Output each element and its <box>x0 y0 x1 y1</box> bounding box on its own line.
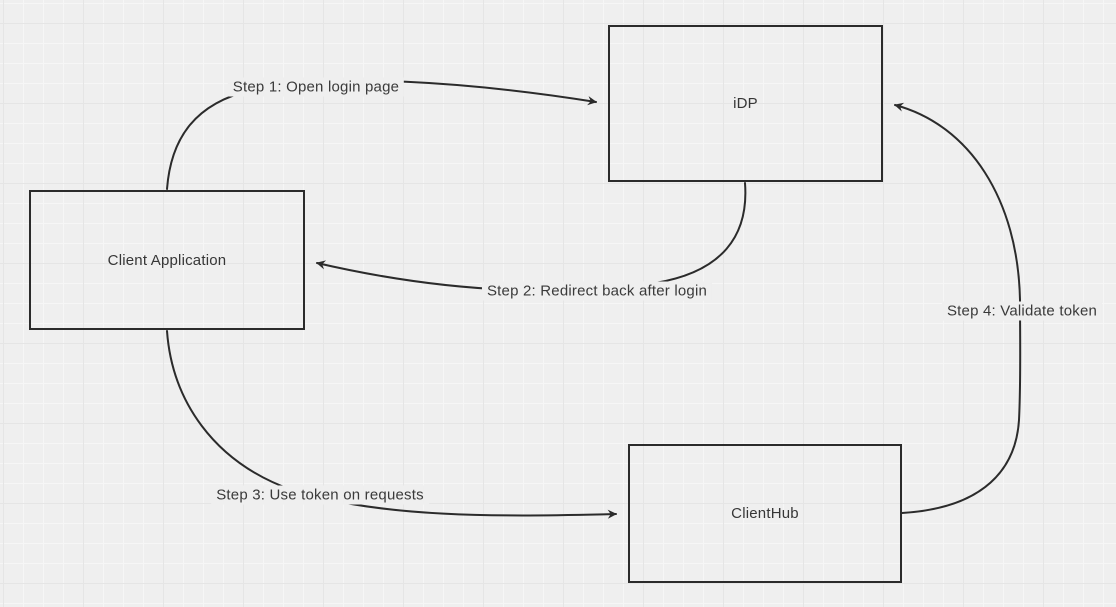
edge-step1[interactable] <box>166 79 597 190</box>
node-clienthub[interactable]: ClientHub <box>628 444 902 583</box>
edge-label-step4[interactable]: Step 4: Validate token <box>941 301 1103 321</box>
node-client-application[interactable]: Client Application <box>29 190 305 330</box>
edge-label-step3[interactable]: Step 3: Use token on requests <box>211 485 429 505</box>
node-idp-label: iDP <box>733 95 758 112</box>
edge-step4[interactable] <box>894 102 1022 514</box>
edge-step2[interactable] <box>316 182 747 292</box>
node-clienthub-label: ClientHub <box>731 505 799 522</box>
edge-label-step2[interactable]: Step 2: Redirect back after login <box>481 281 713 301</box>
node-client-application-label: Client Application <box>107 251 227 269</box>
edge-label-step1[interactable]: Step 1: Open login page <box>227 77 405 97</box>
node-idp[interactable]: iDP <box>608 25 883 182</box>
